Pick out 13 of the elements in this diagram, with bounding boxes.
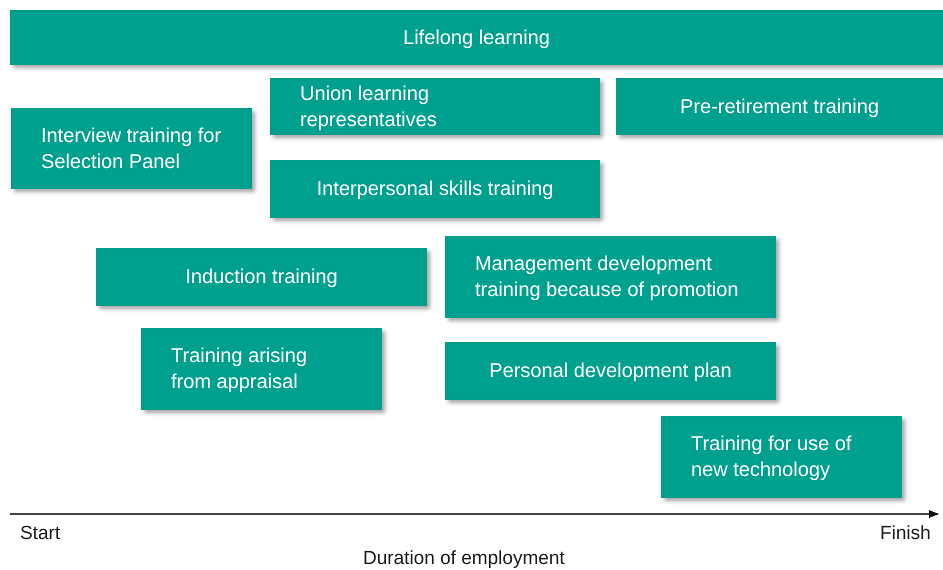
training-box: Lifelong learning (10, 10, 943, 65)
training-box: Interpersonal skills training (270, 160, 600, 218)
axis-title: Duration of employment (363, 548, 565, 570)
training-box: Induction training (96, 248, 427, 306)
training-box: Personal development plan (445, 342, 776, 400)
training-box: Training arising from appraisal (141, 328, 382, 410)
axis-label: Start (20, 523, 60, 545)
training-box: Union learning representatives (270, 78, 600, 135)
training-box: Training for use of new technology (661, 416, 902, 498)
training-box: Management development training because of promotion (445, 236, 776, 318)
training-box: Interview training for Selection Panel (11, 108, 252, 189)
axis-label: Finish (880, 523, 931, 545)
training-box: Pre-retirement training (616, 78, 943, 135)
